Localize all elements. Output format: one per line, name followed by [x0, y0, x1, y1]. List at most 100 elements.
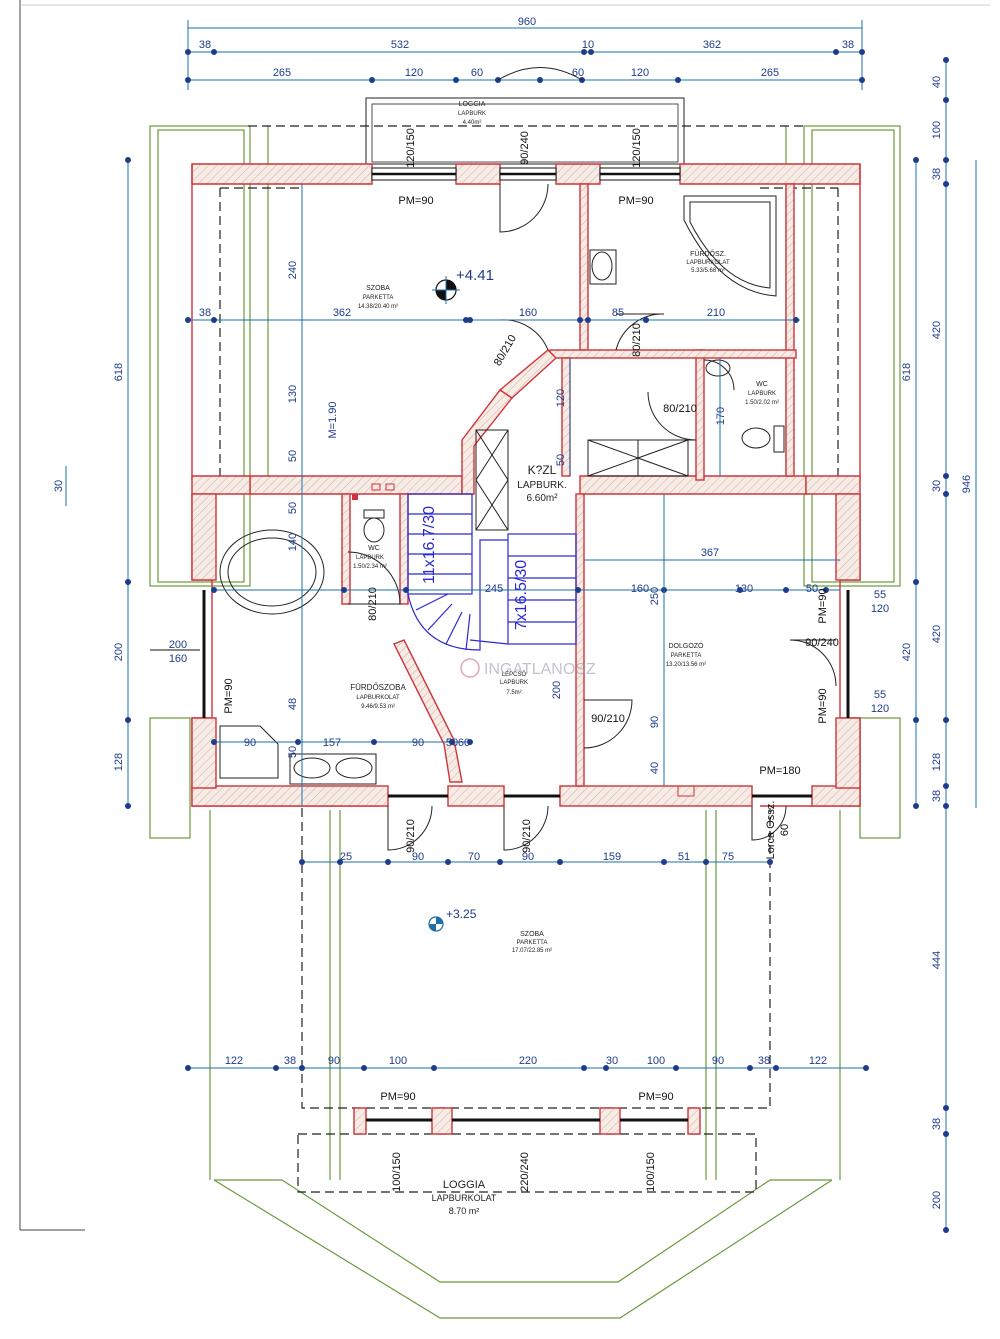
room-dolgozo-name: DOLGOZÓ: [668, 641, 704, 650]
dim-top3-0: 265: [273, 67, 291, 79]
dim-lower-1: 160: [631, 583, 649, 595]
left-dimensions: 618 200 128 30 200 160: [53, 157, 200, 809]
room-szoba1-area: 14.38/20.40 m²: [358, 304, 398, 310]
dim-top3-2: 60: [471, 67, 483, 79]
rs-0: 55: [874, 589, 886, 601]
right2-8: 38: [931, 790, 943, 802]
win-lbl-5: 100/150: [645, 1152, 657, 1192]
vl-13: 40: [649, 762, 661, 774]
left-160: 160: [169, 653, 187, 665]
dim-mid-0: 38: [199, 307, 211, 319]
dim-bot2-0: 122: [225, 1055, 243, 1067]
room-szoba2-sub: PARKETTA: [517, 940, 548, 946]
left-dim-2: 128: [113, 753, 125, 771]
dim-bot2-9: 122: [809, 1055, 827, 1067]
room-lepcso-name: LÉPCSŐ: [502, 671, 527, 678]
pm-0: PM=90: [398, 195, 433, 207]
left-dim-1: 200: [113, 643, 125, 661]
stair-door-lbl: 80/210: [492, 333, 519, 368]
dim-bath-1: 157: [323, 737, 341, 749]
vl-6: 50: [287, 746, 299, 758]
room-loggia2-sub: LAPBURKOLAT: [432, 1193, 497, 1203]
watermark: INGATLANOSZ: [460, 658, 596, 678]
vl-1: 130: [287, 385, 299, 403]
room-szoba1-sub: PARKETTA: [363, 295, 394, 301]
opening-labels: 120/150 90/240 120/150 100/150 220/240 1…: [223, 128, 839, 1192]
walls: [191, 163, 861, 1135]
vl-5: 48: [287, 698, 299, 710]
dim-bot2-2: 90: [328, 1055, 340, 1067]
room-furdo2-name: FÜRDŐSZOBA: [350, 683, 406, 692]
loggia-top-name: LOGGIA: [459, 101, 486, 108]
dim-top2-3: 362: [703, 39, 721, 51]
vl-0: 240: [287, 261, 299, 279]
right1-0: 618: [901, 363, 913, 381]
top-dimensions: 960 38 532 10 362 38 265 120 60 60 120 2…: [185, 16, 865, 90]
fixtures: [219, 195, 785, 797]
windows-bottom: [202, 590, 850, 1122]
right2-1: 100: [931, 121, 943, 139]
room-szoba1-name: SZOBA: [366, 285, 390, 292]
rs-2: 55: [874, 689, 886, 701]
vl-4: 140: [287, 533, 299, 551]
dim-bot2-6: 100: [647, 1055, 665, 1067]
dim-bot2-8: 38: [758, 1055, 770, 1067]
dim-bath-4: 60: [458, 737, 470, 749]
room-szoba2-name: SZOBA: [520, 931, 544, 938]
dim-lower-2: 130: [735, 583, 753, 595]
dim-top3-1: 120: [405, 67, 423, 79]
dim-bot1-3: 90: [522, 851, 534, 863]
room-kozl-name: K?ZL: [528, 463, 557, 477]
vl-11: 250: [649, 587, 661, 605]
room-furdo2-sub: LAPBURKOLAT: [356, 695, 400, 701]
dim-lower-0: 245: [485, 583, 503, 595]
rs-3: 120: [871, 703, 889, 715]
dim-top2-2: 10: [582, 39, 594, 51]
room-lepcso-sub: LAPBURK: [500, 680, 528, 686]
right2-10: 200: [931, 1191, 943, 1209]
vl-3: 50: [287, 502, 299, 514]
vl-9: 170: [715, 407, 727, 425]
dim-total-width: 960: [518, 16, 536, 28]
right2-2: 38: [931, 168, 943, 180]
win-lbl-0: 120/150: [405, 128, 417, 168]
win-lbl-1: 90/240: [519, 131, 531, 165]
dim-bot1-1: 90: [412, 851, 424, 863]
interior-dimensions: 38 362 160 85 210 367 245 160 130 50 90 …: [185, 184, 869, 1071]
right2-5: 30: [931, 480, 943, 492]
dim-bot2-3: 100: [389, 1055, 407, 1067]
dim-bot1-0: 25: [340, 851, 352, 863]
dim-mid-2: 160: [519, 307, 537, 319]
win-lbl-2: 120/150: [631, 128, 643, 168]
win-lbl-6: 90/210: [405, 819, 417, 853]
left-dim-30: 30: [53, 480, 65, 492]
watermark-text: INGATLANOSZ: [484, 661, 596, 678]
pm-5: PM=180: [759, 765, 800, 777]
door-note-1: 60: [779, 824, 791, 836]
room-loggia2-name: LOGGIA: [443, 1179, 486, 1191]
win-lbl-7: 90/210: [521, 819, 533, 853]
pm-4: PM=90: [223, 678, 235, 713]
sheet-frame: [19, 0, 990, 1231]
room-furdo1-name: FÜRDŐSZ.: [690, 249, 726, 258]
vl-8: 50: [555, 454, 567, 466]
win-lbl-9: 80/210: [631, 323, 643, 357]
right2-0: 40: [931, 76, 943, 88]
level-marker-upper: +4.41: [432, 267, 494, 304]
stair-label-1: 11x16.7/30: [421, 506, 438, 584]
room-kozl-sub: LAPBURK.: [517, 480, 566, 491]
room-dolgozo-sub: PARKETTA: [671, 653, 702, 659]
dim-top3-4: 120: [631, 67, 649, 79]
dim-top2-0: 38: [199, 39, 211, 51]
room-szoba2-area: 17.07/22.85 m²: [512, 948, 552, 954]
room-labels: SZOBA PARKETTA 14.38/20.40 m² FÜRDŐSZ. L…: [350, 249, 779, 1216]
room-wc2-area: 1.50/2.34 m²: [353, 564, 387, 570]
dim-bot1-6: 75: [722, 851, 734, 863]
dim-bath-2: 90: [412, 737, 424, 749]
win-lbl-3: 100/150: [391, 1152, 403, 1192]
room-wc1-sub: LAPBURK: [748, 391, 776, 397]
pm-2: PM=90: [380, 1091, 415, 1103]
win-lbl-10: 80/210: [663, 403, 697, 415]
dim-bot1-4: 159: [603, 851, 621, 863]
